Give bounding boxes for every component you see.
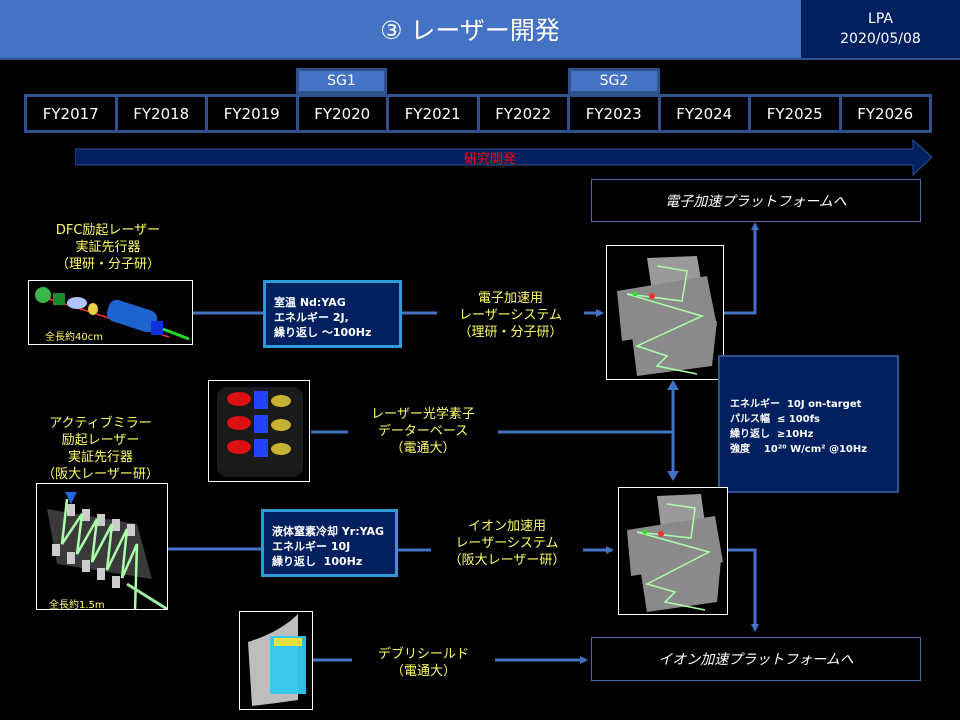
date-label: 2020/05/08 (840, 31, 921, 47)
page-title: ③ レーザー開発 (380, 16, 560, 45)
arrow-to-electron-platform (724, 222, 759, 315)
year-cell: FY2026 (857, 104, 914, 123)
dfc-size-caption: 全長約40cm (45, 332, 103, 343)
stage-gate-sg2: SG2 (568, 68, 660, 94)
org-date-badge: LPA 2020/05/08 (801, 0, 960, 58)
optical-database-illustration (217, 387, 303, 477)
stage-gate-sg1: SG1 (296, 68, 387, 94)
year-cell: FY2024 (661, 97, 751, 130)
arrow-to-ion-platform (728, 548, 759, 632)
active-mirror-spec-box: 液体窒素冷却 Yr:YAG エネルギー 10J 繰り返し 100Hz (261, 509, 398, 577)
debris-shield-illustration (248, 614, 306, 706)
header-bar (0, 0, 960, 60)
electron-system-label: 電子加速用 レーザーシステム （理研・分子研） (458, 291, 563, 340)
ion-platform-box: イオン加速プラットフォームへ (591, 637, 921, 681)
debris-shield-image (239, 611, 313, 710)
electron-system-illustration (617, 256, 717, 376)
dfc-spec-box: 室温 Nd:YAG エネルギー 2J, 繰り返し ～100Hz (263, 280, 402, 348)
year-cell: FY2018 (118, 97, 208, 130)
year-cell: FY2017 (27, 97, 118, 130)
dfc-laser-label: DFC励起レーザー 実証先行器 （理研・分子研） (55, 223, 161, 272)
active-mirror-laser-illustration (47, 492, 167, 609)
year-cell: FY2025 (751, 97, 842, 130)
org-label: LPA (868, 11, 893, 27)
year-cell: FY2019 (208, 97, 299, 130)
performance-spec-box: エネルギー 10J on-target パルス幅 ≤ 100fs 繰り返し ≥1… (718, 355, 899, 493)
debris-shield-label: デブリシールド （電通大） (377, 647, 469, 679)
optical-database-label: レーザー光学素子 データーベース （電通大） (371, 407, 475, 456)
active-mirror-size-caption: 全長約1.5m (49, 600, 105, 610)
electron-system-image (606, 245, 724, 380)
phase-label: 研究開発 (463, 152, 516, 167)
year-cell: FY2023 (570, 97, 661, 130)
ion-system-label: イオン加速用 レーザーシステム （阪大レーザー研） (448, 519, 566, 568)
fiscal-year-row: FY2017 FY2018 FY2019 FY2020 FY2021 FY202… (24, 94, 932, 133)
dfc-laser-image: 全長約40cm (28, 280, 193, 345)
dfc-laser-illustration (35, 287, 190, 341)
year-cell: FY2022 (480, 97, 570, 130)
optical-database-image (208, 380, 310, 482)
year-cell: FY2021 (389, 97, 480, 130)
ion-system-image (618, 487, 728, 615)
year-cell: FY2020 (299, 97, 389, 130)
electron-platform-box: 電子加速プラットフォームへ (591, 179, 921, 222)
active-mirror-laser-label: アクティブミラー 励起レーザー 実証先行器 （阪大レーザー研） (42, 416, 159, 482)
ion-system-illustration (627, 494, 723, 612)
phase-arrow (75, 139, 933, 176)
active-mirror-laser-image: 全長約1.5m (36, 483, 168, 610)
